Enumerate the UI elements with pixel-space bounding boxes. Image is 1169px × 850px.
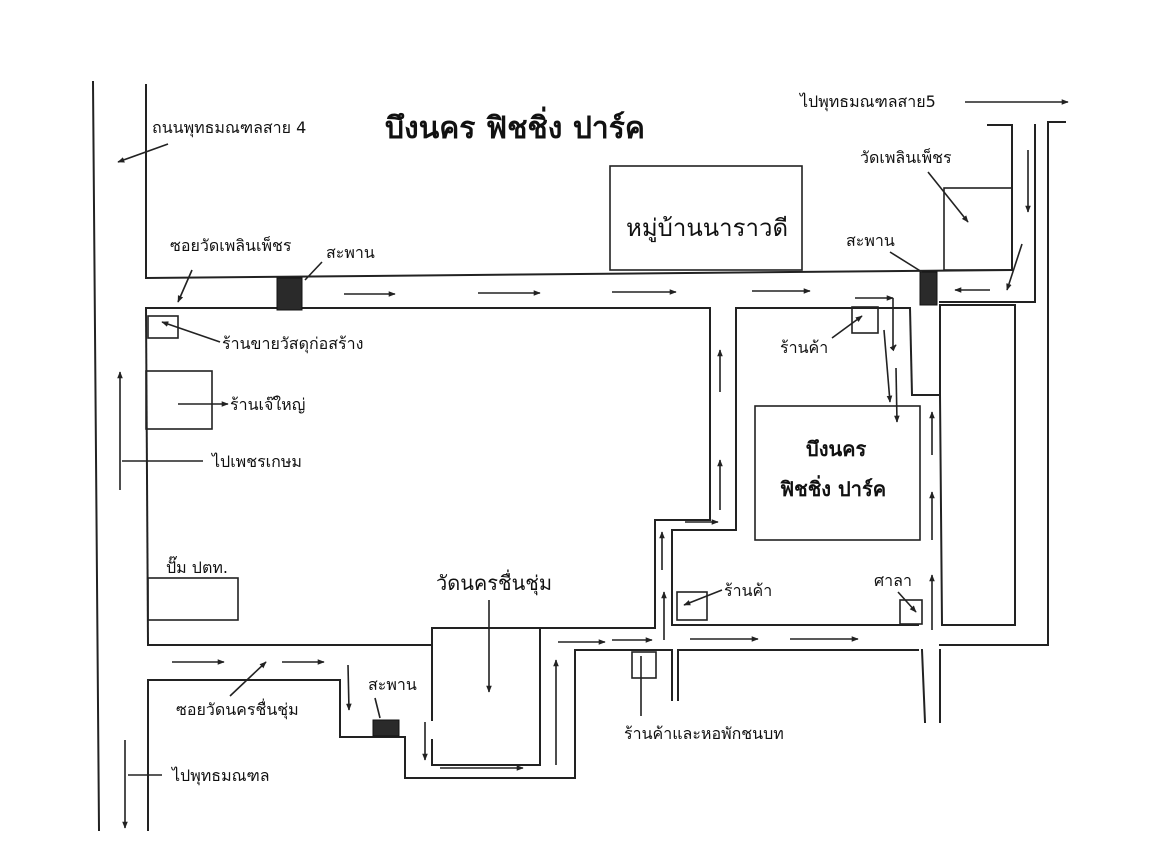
bridges <box>276 271 938 737</box>
building-ptt-station <box>147 577 239 621</box>
map-labels: บึงนคร ฟิชชิ่ง ปาร์ค ถนนพุทธมณฑลสาย 4 ไป… <box>152 92 952 786</box>
label-shops-dorm: ร้านค้าและหอพักชนบท <box>624 724 784 743</box>
buildings <box>145 165 1013 679</box>
label-soi-plern: ซอยวัดเพลินเพ็ชร <box>170 235 292 255</box>
building-village <box>609 165 803 271</box>
label-wat-plern: วัดเพลินเพ็ชร <box>860 147 952 167</box>
label-ptt-station: ปั๊ม ปตท. <box>166 556 228 577</box>
label-road-left: ถนนพุทธมณฑลสาย 4 <box>152 118 306 138</box>
building-wat-plern <box>943 187 1013 271</box>
label-park-line2: ฟิชชิ่ง ปาร์ค <box>780 474 886 501</box>
leader-lines <box>117 143 969 776</box>
label-bridge-bottom: สะพาน <box>368 675 417 694</box>
label-bridge-left: สะพาน <box>326 243 375 262</box>
label-bridge-right: สะพาน <box>846 231 895 250</box>
direction-arrows <box>117 99 1069 829</box>
building-hardware-store <box>147 315 179 339</box>
road-top-main <box>144 268 1014 280</box>
building-shop-bottom <box>676 591 708 621</box>
label-shop-top: ร้านค้า <box>780 338 828 357</box>
label-shop-bottom: ร้านค้า <box>724 581 772 600</box>
label-pavilion: ศาลา <box>874 571 912 590</box>
bridge-left <box>276 277 303 311</box>
road-network <box>91 80 1066 832</box>
bridge-right <box>919 271 938 306</box>
label-to-phutthamonthon: ไปพุทธมณฑล <box>170 766 270 786</box>
bridge-bottom <box>372 719 400 737</box>
label-road-right: ไปพุทธมณฑลสาย5 <box>798 92 936 112</box>
label-jae-yai-store: ร้านเจ๊ใหญ่ <box>230 395 305 414</box>
label-soi-wat-nakhon: ซอยวัดนครชื่นชุ่ม <box>176 698 299 720</box>
label-wat-nakhon: วัดนครชื่นชุ่ม <box>436 569 552 596</box>
building-shops-dorm <box>631 651 657 679</box>
building-pavilion <box>899 599 923 625</box>
label-village: หมู่บ้านนาราวดี <box>626 214 788 243</box>
label-hardware-store: ร้านขายวัสดุก่อสร้าง <box>222 334 363 354</box>
label-park-line1: บึงนคร <box>806 437 867 461</box>
building-shop-top <box>851 306 879 334</box>
building-park <box>754 405 921 541</box>
building-jae-yai-store <box>145 370 213 430</box>
road-phutthamonthon-4 <box>91 80 101 832</box>
label-to-petchkasem: ไปเพชรเกษม <box>210 452 302 471</box>
map-title: บึงนคร ฟิชชิ่ง ปาร์ค <box>385 106 645 146</box>
